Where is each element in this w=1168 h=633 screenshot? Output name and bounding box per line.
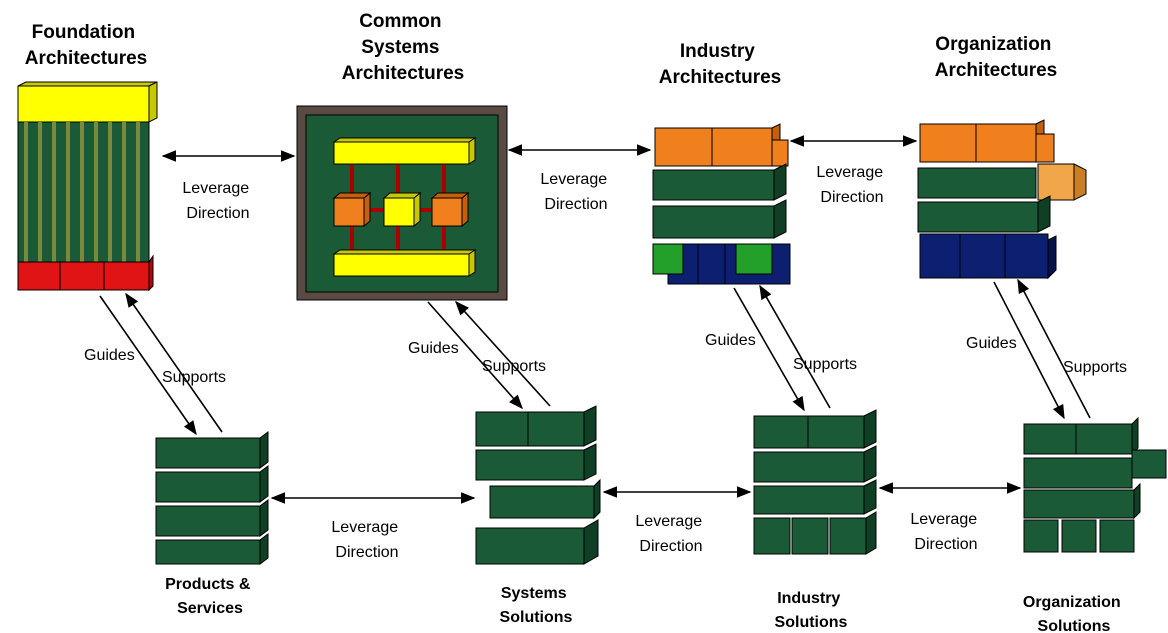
guides-label-1: Guides	[84, 347, 135, 364]
guides-arrow-2	[427, 301, 523, 410]
supports-arrow-3	[759, 284, 831, 409]
title-industry: Industry Architectures	[659, 41, 782, 88]
supports-arrow-2	[455, 300, 551, 407]
title-organization: Organization Architectures	[935, 34, 1058, 81]
bottom-title-organization: Organization Solutions	[1023, 594, 1125, 633]
leverage-label-bottom-1: Leverage Direction	[331, 519, 402, 561]
guides-label-3: Guides	[705, 332, 756, 349]
bottom-title-systems: Systems Solutions	[500, 585, 573, 626]
guides-arrow-1	[99, 295, 197, 436]
leverage-label-bottom-3: Leverage Direction	[910, 511, 981, 553]
leverage-label-top-1: Leverage Direction	[182, 180, 253, 222]
organization-solutions-block	[1023, 416, 1167, 553]
bottom-title-industry: Industry Solutions	[775, 590, 848, 631]
supports-label-1: Supports	[162, 369, 226, 386]
guides-label-4: Guides	[966, 335, 1017, 352]
industry-architecture-block	[652, 123, 791, 285]
guides-arrow-3	[733, 287, 805, 412]
leverage-label-top-3: Leverage Direction	[816, 164, 887, 206]
supports-label-3: Supports	[793, 356, 857, 373]
supports-label-2: Supports	[482, 358, 546, 375]
title-foundation: Foundation Architectures	[25, 22, 148, 69]
bottom-title-products: Products & Services	[165, 576, 255, 617]
supports-arrow-4	[1017, 278, 1091, 419]
organization-architecture-block	[917, 119, 1087, 280]
guides-label-2: Guides	[408, 340, 459, 357]
systems-solutions-block	[475, 405, 601, 565]
common-systems-architecture-block	[296, 105, 508, 301]
title-common-systems: Common Systems Architectures	[342, 11, 465, 84]
supports-arrow-1	[125, 292, 223, 433]
foundation-architecture-block	[17, 81, 158, 292]
leverage-label-top-2: Leverage Direction	[540, 171, 611, 213]
industry-solutions-block	[753, 409, 877, 555]
guides-arrow-4	[993, 281, 1065, 420]
products-services-block	[155, 431, 269, 565]
leverage-label-bottom-2: Leverage Direction	[635, 513, 706, 555]
supports-label-4: Supports	[1063, 359, 1127, 376]
